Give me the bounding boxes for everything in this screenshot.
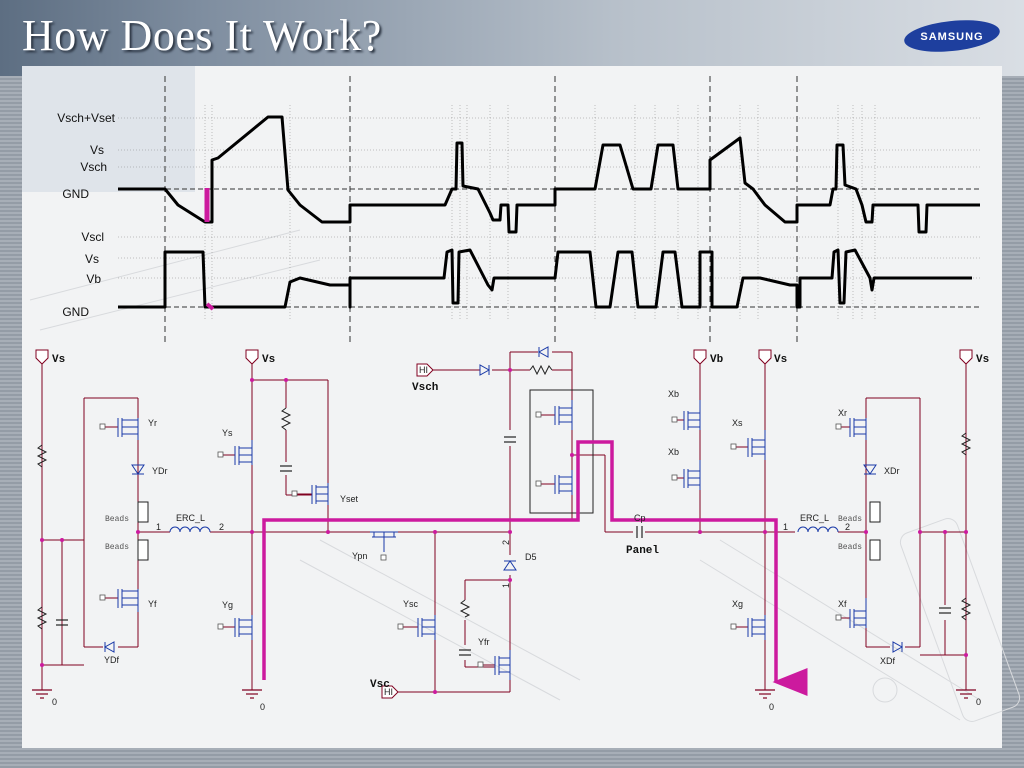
rail-vs-left: Vs (52, 354, 65, 366)
label-vb: Vb (86, 272, 101, 286)
label-vs-top: Vs (90, 143, 104, 157)
mosfet-xf (849, 598, 867, 628)
samsung-logo-text: SAMSUNG (920, 31, 983, 43)
schematic-labels: Vs Vs Vb Vs Vs Vsch Vsc Panel HI HI 0 0 … (52, 354, 989, 712)
label-beads-left-bottom: Beads (105, 543, 129, 552)
label-xs: Xs (732, 418, 743, 428)
label-ground-2: 0 (260, 702, 265, 712)
label-pin2-right: 2 (845, 522, 850, 532)
mosfet-vsch-lower (554, 470, 573, 495)
current-path-highlight (262, 440, 808, 696)
y-electrode-waveform (118, 115, 980, 234)
gate-terminals (99, 411, 842, 668)
mosfet-yr (117, 418, 139, 440)
mosfet-xg (747, 615, 766, 640)
resistors (36, 364, 972, 630)
beads (137, 501, 881, 561)
mosfet-xr (849, 418, 867, 440)
slide-title: How Does It Work? (22, 11, 382, 60)
mosfet-xb-upper (683, 400, 701, 430)
mosfet-yset (311, 483, 329, 505)
label-d5-pin2: 2 (501, 540, 511, 545)
label-ground-4: 0 (976, 697, 981, 707)
label-xdr: XDr (884, 466, 900, 476)
label-ypn: Ypn (352, 551, 367, 561)
panel-shade (22, 66, 195, 192)
mosfet-yg (234, 615, 253, 640)
mosfet-ys (234, 440, 253, 465)
diodes (103, 346, 904, 653)
mosfets (117, 400, 867, 680)
hi-label-vsc: HI (384, 687, 393, 697)
rail-vsc: Vsc (370, 679, 390, 691)
label-gnd-bottom: GND (62, 305, 89, 319)
label-pin1-left: 1 (156, 522, 161, 532)
label-xf: Xf (838, 599, 847, 609)
label-ydr: YDr (152, 466, 168, 476)
label-xdf: XDf (880, 656, 896, 666)
label-vsch-vset: Vsch+Vset (57, 111, 115, 125)
label-d5-pin1: 1 (501, 583, 511, 588)
label-vsch: Vsch (80, 160, 107, 174)
mosfet-ypn (370, 531, 398, 552)
rail-vb: Vb (710, 354, 724, 366)
vsch-switch-box (529, 389, 594, 514)
label-ground-1: 0 (52, 697, 57, 707)
label-vscl: Vscl (81, 230, 104, 244)
samsung-logo: SAMSUNG (904, 20, 1000, 52)
label-beads-right-bottom: Beads (838, 543, 862, 552)
rail-vsch: Vsch (412, 382, 438, 394)
label-ys: Ys (222, 428, 233, 438)
panel-label: Panel (626, 545, 659, 557)
label-yfr: Yfr (478, 637, 490, 647)
rail-vs-right: Vs (976, 354, 989, 366)
junction-dots (40, 368, 968, 694)
label-ground-3: 0 (769, 702, 774, 712)
label-erc-l-left: ERC_L (176, 513, 205, 523)
label-yr: Yr (148, 418, 157, 428)
power-symbols (35, 349, 973, 699)
label-gnd-top: GND (62, 187, 89, 201)
label-erc-l-right: ERC_L (800, 513, 829, 523)
label-pin2-left: 2 (219, 522, 224, 532)
rail-vs-ys: Vs (262, 354, 275, 366)
label-cp: Cp (634, 513, 646, 523)
label-ydf: YDf (104, 655, 120, 665)
ground-symbols (32, 689, 976, 699)
x-highlight-marker (205, 302, 215, 311)
background-decoration (29, 229, 1021, 722)
label-yset: Yset (340, 494, 359, 504)
label-ysc: Ysc (403, 599, 419, 609)
mosfet-xs (747, 430, 766, 460)
label-d5: D5 (525, 552, 537, 562)
content-panel (22, 66, 1002, 748)
mosfet-ysc (417, 615, 436, 640)
label-beads-right-top: Beads (838, 515, 862, 524)
label-beads-left-top: Beads (105, 515, 129, 524)
label-xb-lower: Xb (668, 447, 679, 457)
label-yf: Yf (148, 599, 157, 609)
hi-label-vsch: HI (419, 365, 428, 375)
mosfet-vsch-upper (554, 400, 573, 430)
label-xg: Xg (732, 599, 743, 609)
x-electrode-waveform (118, 248, 972, 309)
waveform-section: Vsch+Vset Vs Vsch GND Vscl Vs Vb GND (57, 76, 980, 342)
schematic-wiring (41, 351, 967, 693)
label-xr: Xr (838, 408, 847, 418)
capacitors (56, 436, 951, 656)
mosfet-yfr (494, 650, 511, 680)
mosfet-yf (117, 589, 139, 612)
inductors (169, 526, 839, 533)
label-vs-bottom: Vs (85, 252, 99, 266)
label-pin1-right: 1 (783, 522, 788, 532)
label-yg: Yg (222, 600, 233, 610)
schematic: Vs Vs Vb Vs Vs Vsch Vsc Panel HI HI 0 0 … (32, 346, 989, 712)
rail-vs-xs: Vs (774, 354, 787, 366)
mosfet-xb-lower (683, 460, 701, 490)
label-xb-upper: Xb (668, 389, 679, 399)
title-bar (0, 0, 1024, 76)
